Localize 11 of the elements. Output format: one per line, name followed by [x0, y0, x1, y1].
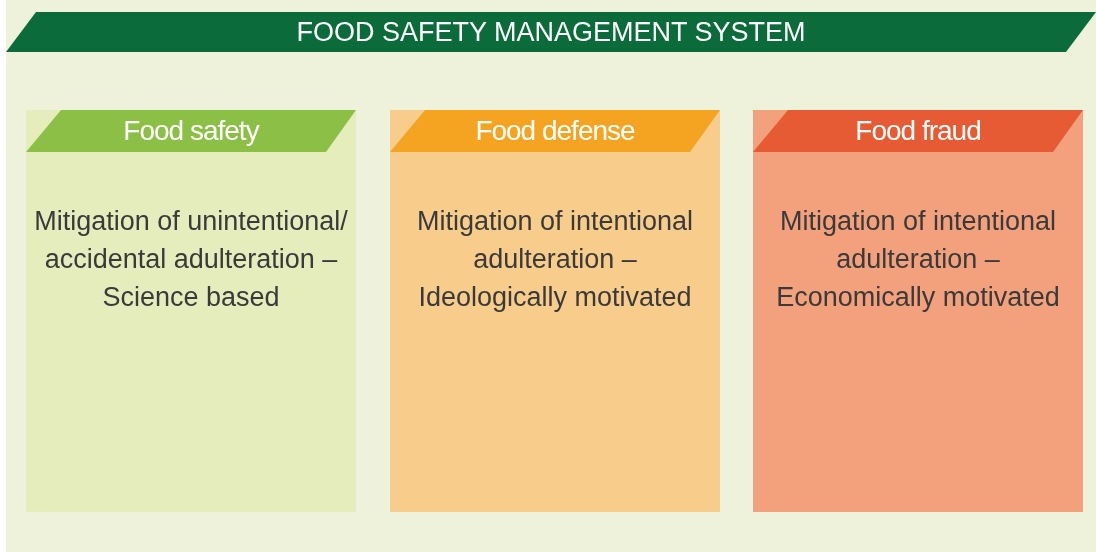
card-text: Mitigation of unintentional/ accidental adulteration – Science based	[33, 205, 349, 314]
category-card	[26, 110, 356, 512]
card-text: Mitigation of intentional adulteration – Ideologically motivated	[415, 205, 695, 314]
system-panel	[6, 0, 1096, 552]
card-header: Food safety	[26, 110, 356, 152]
category-card	[390, 110, 720, 512]
card-header: Food defense	[390, 110, 720, 152]
card-text: Mitigation of intentional adulteration – Economically motivated	[775, 205, 1061, 314]
title-banner: FOOD SAFETY MANAGEMENT SYSTEM	[6, 12, 1096, 52]
category-card	[753, 110, 1083, 512]
card-header: Food fraud	[753, 110, 1083, 152]
